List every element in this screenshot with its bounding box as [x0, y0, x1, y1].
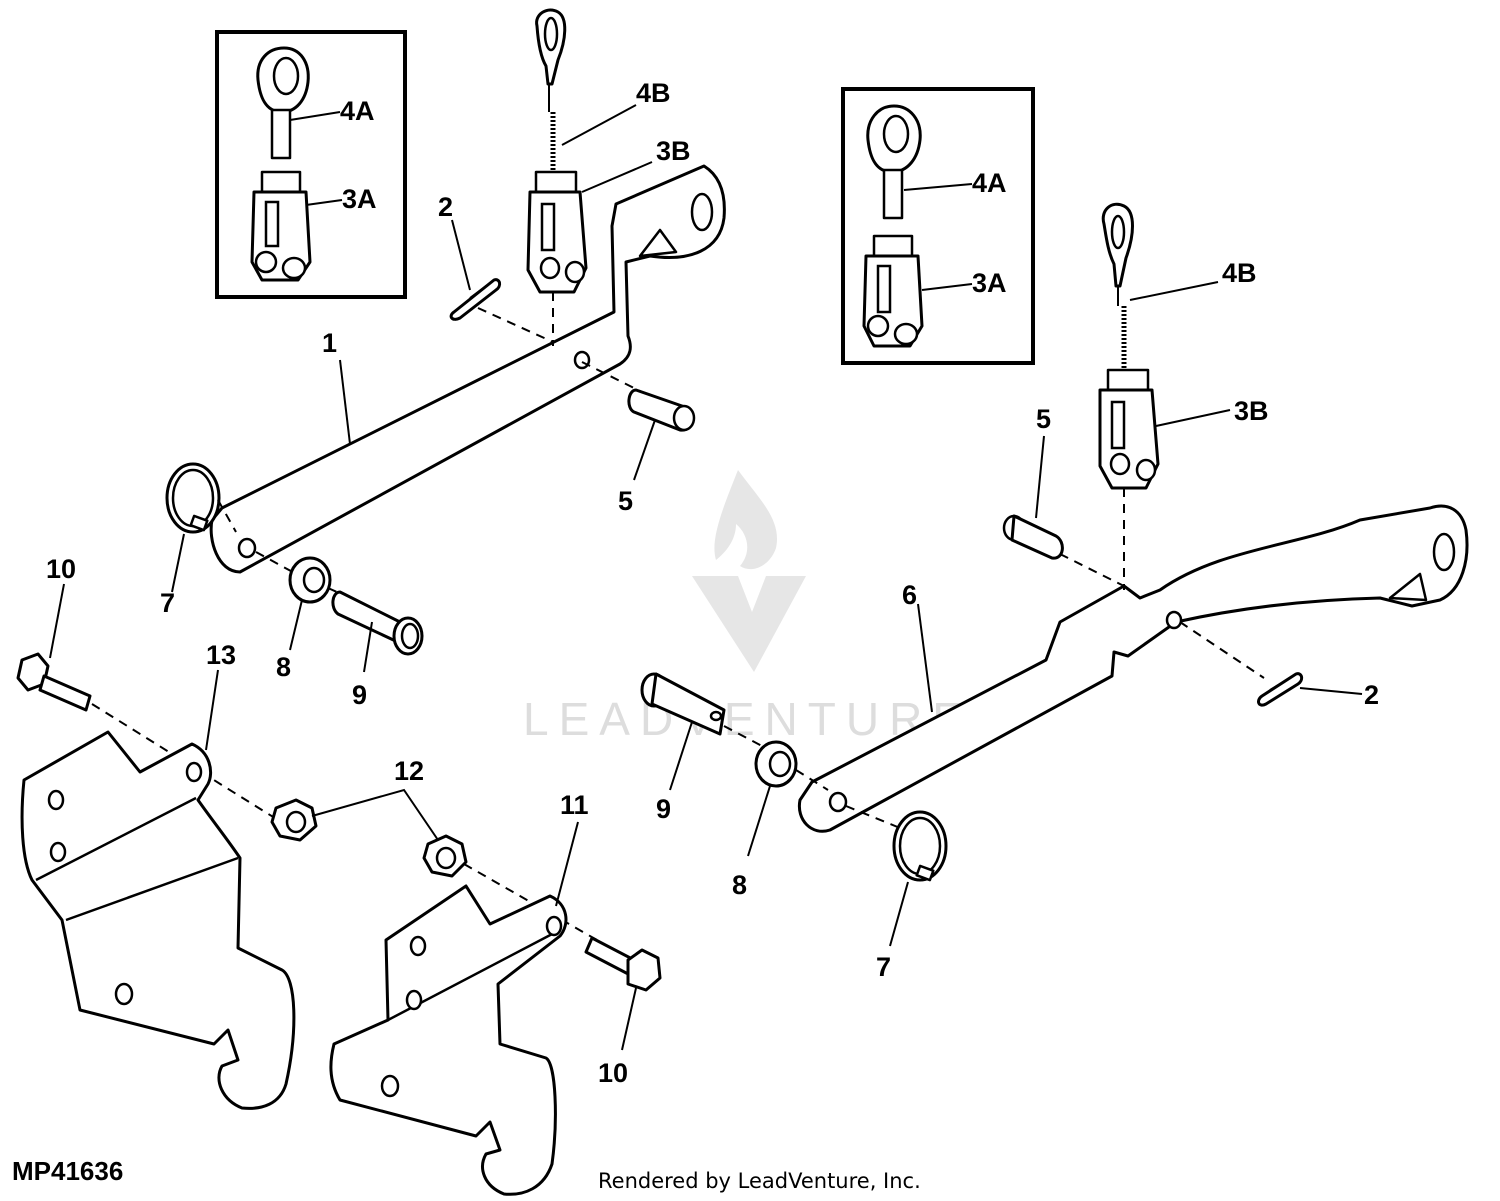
flame-watermark-icon: [714, 470, 778, 570]
clevis-3a-left: [250, 170, 312, 282]
clevis-3a-right: [862, 234, 924, 348]
callout-5-left: 5: [618, 486, 633, 516]
eye-bolt-4b-left: [535, 8, 567, 170]
washer-8-left: [288, 556, 332, 604]
callout-3b-right: 3B: [1234, 396, 1269, 426]
eye-bolt-4a-right: [866, 104, 922, 220]
callout-8-right: 8: [732, 870, 747, 900]
washer-8-right: [754, 740, 798, 788]
lift-arm-6: [797, 504, 1469, 833]
callout-3b-left: 3B: [656, 136, 691, 166]
bolt-10-left: [16, 652, 92, 712]
clevis-3b-left: [526, 170, 588, 294]
callout-4b-left: 4B: [636, 78, 671, 108]
cotter-pin-2-right: [1257, 672, 1304, 707]
callout-6: 6: [902, 580, 917, 610]
callout-9-right: 9: [656, 794, 671, 824]
callout-4a-right: 4A: [972, 168, 1007, 198]
eye-bolt-4b-right: [1101, 202, 1134, 368]
callout-3a-left: 3A: [342, 184, 377, 214]
flange-nut-12-left: [270, 798, 318, 842]
snap-ring-7-left: [165, 462, 221, 534]
callout-13: 13: [206, 640, 236, 670]
figure-id: MP41636: [12, 1156, 123, 1186]
clevis-3b-right: [1098, 368, 1160, 490]
credit-text: Rendered by LeadVenture, Inc.: [598, 1169, 921, 1193]
mounting-bracket-13: [20, 730, 296, 1110]
callout-2-left: 2: [438, 192, 453, 222]
callout-4b-right: 4B: [1222, 258, 1257, 288]
inset-box-right: 4A 3A: [841, 87, 1035, 365]
callout-1: 1: [322, 328, 337, 358]
bolt-10-right: [584, 936, 662, 992]
callout-2-right: 2: [1364, 680, 1379, 710]
callout-10-left: 10: [46, 554, 76, 584]
eye-bolt-4a-left: [256, 46, 310, 160]
snap-ring-7-right: [892, 810, 948, 882]
callout-12: 12: [394, 756, 424, 786]
callout-3a-right: 3A: [972, 268, 1007, 298]
callout-8-left: 8: [276, 652, 291, 682]
pin-9-left: [331, 590, 424, 656]
v-watermark-icon: [692, 576, 806, 672]
callout-7-left: 7: [160, 588, 175, 618]
pin-5-left: [627, 388, 696, 432]
callout-4a-left: 4A: [340, 96, 375, 126]
lift-arm-1: [209, 164, 726, 574]
mounting-bracket-11: [329, 884, 568, 1196]
pin-5-right: [1002, 514, 1064, 560]
callout-7-right: 7: [876, 952, 891, 982]
callout-10-right: 10: [598, 1058, 628, 1088]
pin-9-right: [640, 672, 726, 736]
flange-nut-12-right: [422, 834, 468, 878]
inset-box-left: 4A 3A: [215, 30, 407, 299]
callout-11: 11: [560, 790, 589, 820]
callout-9-left: 9: [352, 680, 367, 710]
cotter-pin-2-left: [449, 278, 502, 321]
callout-5-right: 5: [1036, 404, 1051, 434]
